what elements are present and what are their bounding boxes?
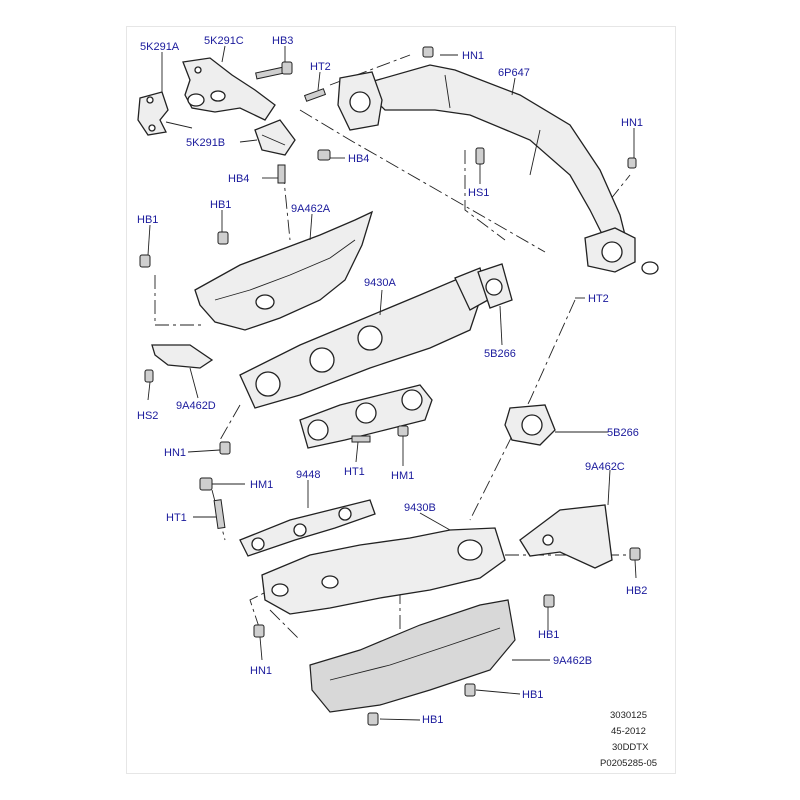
label-ht2-right: HT2 xyxy=(588,293,609,305)
label-5b266-a: 5B266 xyxy=(484,348,516,360)
bracket-5k291c xyxy=(182,57,276,121)
label-hs2: HS2 xyxy=(137,410,158,422)
bolt-hb3 xyxy=(255,61,293,80)
label-hb2: HB2 xyxy=(626,585,647,597)
label-ht2-top: HT2 xyxy=(310,61,331,73)
bracket-5k291b xyxy=(254,119,296,156)
gasket-9448-upper xyxy=(299,384,433,449)
label-9430a: 9430A xyxy=(364,277,396,289)
label-9a462b: 9A462B xyxy=(553,655,592,667)
nut-hn1-top xyxy=(422,46,434,58)
label-hn1-right: HN1 xyxy=(621,117,643,129)
nut-hm1-a xyxy=(397,425,409,437)
heatshield-9a462b xyxy=(309,599,516,713)
leader-lines xyxy=(147,45,637,721)
bolt-hb4-a xyxy=(277,164,286,184)
bracket-5k291a xyxy=(137,91,193,136)
stud-ht1-a xyxy=(351,435,371,443)
label-hb1-mid: HB1 xyxy=(210,199,231,211)
label-hn1-low: HN1 xyxy=(250,665,272,677)
label-hm1-a: HM1 xyxy=(391,470,414,482)
bolt-hb1-left xyxy=(139,254,151,268)
gasket-9448-lower xyxy=(239,499,376,557)
label-hm1-b: HM1 xyxy=(250,479,273,491)
label-9a462a: 9A462A xyxy=(291,203,331,215)
label-9a462c: 9A462C xyxy=(585,461,625,473)
nut-hm1-b xyxy=(199,477,213,491)
gasket-5b266-a xyxy=(477,263,513,309)
bracket-9a462c xyxy=(519,504,613,569)
label-hb4-b: HB4 xyxy=(348,153,369,165)
nut-hn1-low xyxy=(253,624,265,638)
label-hb3: HB3 xyxy=(272,35,293,47)
gasket-5b266-b xyxy=(504,404,556,446)
ref-line-4: P0205285-05 xyxy=(600,758,657,769)
stud-ht2-top xyxy=(303,88,327,102)
label-5k291a: 5K291A xyxy=(140,41,180,53)
ref-line-2: 45-2012 xyxy=(611,726,646,737)
label-9430b: 9430B xyxy=(404,502,436,514)
label-ht1-a: HT1 xyxy=(344,466,365,478)
label-hb4-a: HB4 xyxy=(228,173,249,185)
assembly-lines xyxy=(154,54,631,641)
label-hn1-top: HN1 xyxy=(462,50,484,62)
label-9a462d: 9A462D xyxy=(176,400,216,412)
label-9448: 9448 xyxy=(296,469,320,481)
bolt-hb1-low2 xyxy=(464,683,476,697)
manifold-9430b xyxy=(261,527,506,615)
bolt-hb1-bottom xyxy=(367,712,379,726)
bolt-hb2 xyxy=(629,547,641,561)
heatshield-9a462a xyxy=(194,210,374,331)
label-ht1-b: HT1 xyxy=(166,512,187,524)
reference-block: 3030125 45-2012 30DDTX P0205285-05 xyxy=(600,710,657,769)
stud-hs1 xyxy=(475,147,485,165)
label-5k291b: 5K291B xyxy=(186,137,225,149)
label-hn1-mid: HN1 xyxy=(164,447,186,459)
ref-line-1: 3030125 xyxy=(610,710,647,721)
bolt-hb4-b xyxy=(317,149,331,161)
label-hs1: HS1 xyxy=(468,187,489,199)
bracket-9a462d xyxy=(144,344,214,383)
nut-hn1-right xyxy=(627,157,637,169)
label-6p647: 6P647 xyxy=(498,67,530,79)
pipe-6p647 xyxy=(337,64,659,275)
label-hb1-low: HB1 xyxy=(538,629,559,641)
bolt-hb1-low xyxy=(543,594,555,608)
part-labels: 5K291A 5K291C HB3 HT2 HN1 6P647 HN1 5K29… xyxy=(137,35,647,726)
label-5b266-b: 5B266 xyxy=(607,427,639,439)
label-5k291c: 5K291C xyxy=(204,35,244,47)
manifold-9430a xyxy=(239,267,489,409)
bolt-hb1-mid xyxy=(217,231,229,245)
label-hb1-left: HB1 xyxy=(137,214,158,226)
nut-hn1-mid xyxy=(219,441,231,455)
label-hb1-low2: HB1 xyxy=(522,689,543,701)
stud-ht1-b xyxy=(213,499,226,529)
label-hb1-bottom: HB1 xyxy=(422,714,443,726)
ref-line-3: 30DDTX xyxy=(612,742,649,753)
